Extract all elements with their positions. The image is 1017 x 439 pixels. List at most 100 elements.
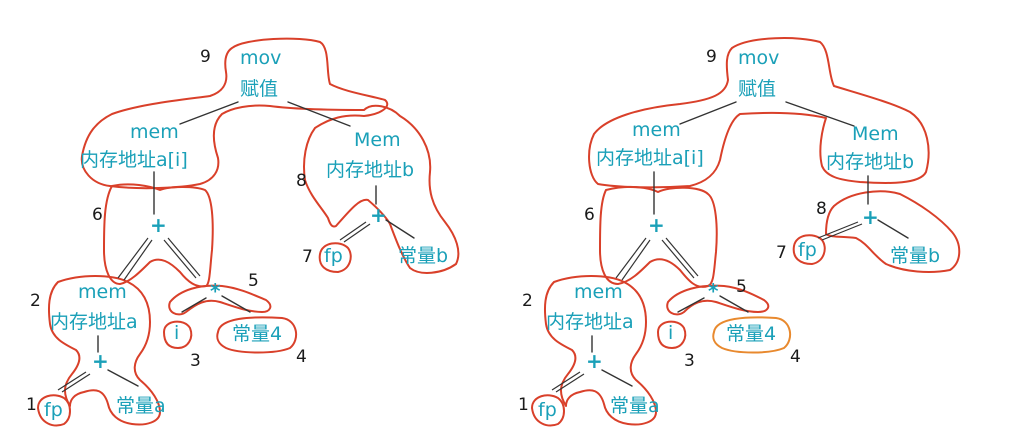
edge-assign-to-mem-ai [679,101,737,125]
tile-number-7: 7 [302,247,313,267]
tile-number-9: 9 [200,47,211,67]
edge-plus-to-star-1 [661,239,695,279]
node-const-b: 常量b [398,245,448,267]
tile-6-outline [599,185,718,288]
edge-plus-a-to-const-a [601,369,633,387]
edge-plus-b-to-const-b [385,219,415,239]
tile-number-6: 6 [584,205,595,225]
tile-number-4: 4 [296,347,307,367]
node-fp-b: fp [324,245,343,267]
tile-5-outline [666,284,770,316]
tile-number-8: 8 [816,199,827,219]
edge-plus-b-to-fp-2 [821,223,863,241]
node-mem-ai-desc: 内存地址a[i] [596,147,704,169]
tile-number-8: 8 [296,171,307,191]
edge-plus-to-mem-a-2 [621,239,651,281]
edge-plus-a-to-const-a [107,369,139,387]
edge-assign-to-Mem-b [287,101,351,127]
tile-3-outline [657,320,687,349]
node-const-a: 常量a [116,395,166,417]
edge-plus-a-to-fp-2 [555,373,585,393]
edge-plus-a-to-fp-2 [61,373,91,393]
tile-number-2: 2 [30,291,41,311]
edge-plus-to-star-2 [167,237,201,277]
tile-number-1: 1 [26,395,37,415]
edge-plus-a-to-fp-1 [57,371,87,391]
node-mem-a: mem [574,281,623,303]
node-assign: 赋值 [240,78,278,100]
node-i: i [174,322,179,344]
node-mov: mov [738,47,779,69]
tile-4-outline [712,316,792,354]
tile-number-5: 5 [736,277,747,297]
tile-number-5: 5 [248,271,259,291]
edge-plus-to-mem-a-1 [615,237,647,279]
node-i: i [668,322,673,344]
tile-2-outline [544,275,657,426]
node-plus-top: + [150,213,167,237]
edge-plus-b-to-const-b [877,219,909,239]
tile-6-outline [103,183,214,288]
edge-plus-to-star-1 [163,239,197,279]
edge-plus-to-star-2 [665,237,699,277]
node-star: * [708,279,719,303]
node-Mem-b: Mem [354,129,401,151]
tile-2-outline [48,275,161,426]
edge-assign-to-mem-ai [179,101,239,125]
tile-1-outline [37,394,71,427]
node-Mem-b-desc: 内存地址b [826,151,914,173]
node-fp-a: fp [44,399,63,421]
tile-number-3: 3 [190,351,201,371]
node-mem-a: mem [78,281,127,303]
edge-plus-to-mem-a-1 [117,237,149,279]
edge-star-to-i [181,297,207,313]
node-mem-a-desc: 内存地址a [546,311,634,333]
tile-number-4: 4 [790,347,801,367]
edge-plus-a-to-fp-1 [551,371,581,391]
edge-star-to-const4 [719,295,749,313]
edge-plus-b-to-fp-1 [339,221,367,241]
tile-9-outline [80,37,460,274]
node-fp-b: fp [798,239,817,261]
node-mem-ai-desc: 内存地址a[i] [80,149,188,171]
node-star: * [210,279,221,303]
tile-8-outline [825,190,961,273]
left-tree: mov 赋值 mem 内存地址a[i] Mem 内存地址b + fp 常量b +… [26,37,460,427]
node-mem-ai: mem [130,121,179,143]
node-Mem-b: Mem [852,123,899,145]
tile-number-2: 2 [522,291,533,311]
tile-1-outline [531,394,565,427]
node-plus-b: + [370,203,387,227]
tile-number-1: 1 [518,395,529,415]
tile-9-outline [588,37,930,189]
tile-number-7: 7 [776,243,787,263]
tile-4-outline [216,316,298,354]
edge-star-to-const4 [221,295,251,313]
tile-5-outline [168,284,272,316]
node-plus-a: + [586,349,603,373]
node-plus-a: + [92,349,109,373]
tile-3-outline [163,320,193,349]
node-mov: mov [240,47,281,69]
node-plus-top: + [648,213,665,237]
node-mem-ai: mem [632,119,681,141]
right-tree: mov 赋值 mem 内存地址a[i] Mem 内存地址b + fp 常量b +… [518,37,961,427]
node-mem-a-desc: 内存地址a [50,311,138,333]
node-plus-b: + [862,205,879,229]
edge-plus-b-to-fp-2 [343,223,371,243]
edge-star-to-i [677,297,705,313]
node-const-b: 常量b [890,245,940,267]
tile-number-9: 9 [706,47,717,67]
edge-plus-b-to-fp-1 [817,221,859,239]
tile-number-3: 3 [684,351,695,371]
node-const-a: 常量a [610,395,660,417]
node-Mem-b-desc: 内存地址b [326,159,414,181]
node-fp-a: fp [538,399,557,421]
node-assign: 赋值 [738,78,776,100]
node-const4: 常量4 [726,323,776,345]
tile-7-outline [792,234,826,265]
tile-number-6: 6 [92,205,103,225]
edge-plus-to-mem-a-2 [123,239,153,281]
